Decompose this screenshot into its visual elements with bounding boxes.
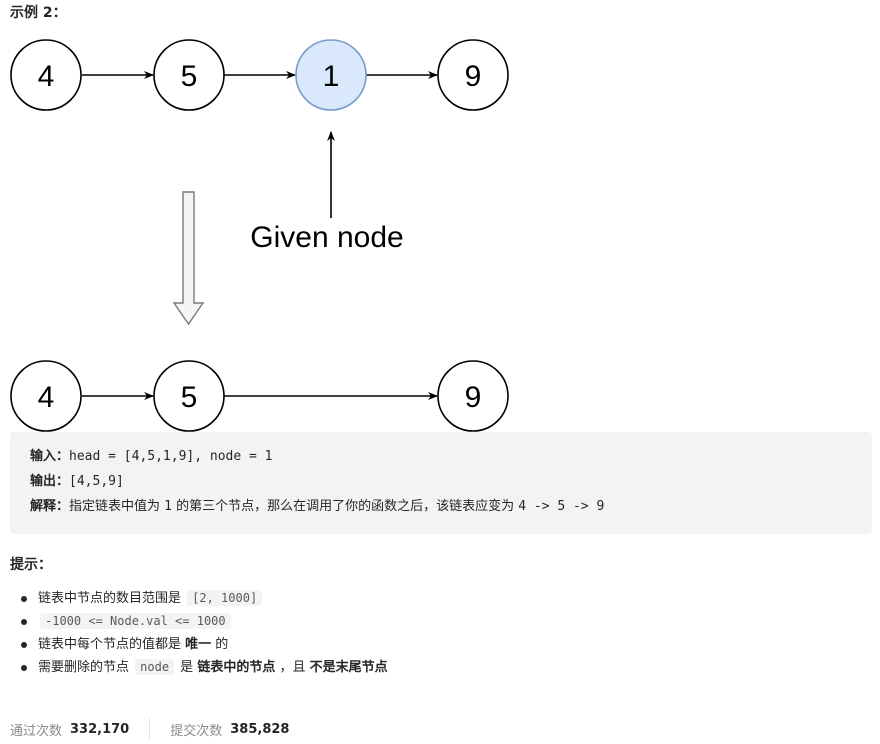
example-title: 示例 2： [10, 5, 67, 21]
hint-text: 的 [211, 637, 229, 652]
list-item: -1000 <= Node.val <= 1000 [21, 610, 388, 633]
submit-count-value: 385,828 [230, 721, 290, 737]
list-node-highlighted: 1 [295, 39, 367, 111]
list-item: 链表中节点的数目范围是 [2, 1000] [21, 587, 388, 610]
explain-line: 解释：指定链表中值为 1 的第三个节点，那么在调用了你的函数之后，该链表应变为 … [30, 494, 852, 519]
list-node: 9 [437, 39, 509, 111]
input-value: head = [4,5,1,9], node = 1 [69, 449, 273, 464]
pass-count-value: 332,170 [70, 721, 130, 737]
list-node: 4 [10, 39, 82, 111]
output-label: 输出： [30, 474, 70, 489]
node-value: 9 [465, 381, 482, 414]
hints-title: 提示： [10, 557, 52, 573]
hint-text: ，且 [275, 660, 310, 675]
node-value: 5 [181, 381, 198, 414]
hints-list: 链表中节点的数目范围是 [2, 1000] -1000 <= Node.val … [21, 587, 388, 679]
input-line: 输入：head = [4,5,1,9], node = 1 [30, 444, 852, 469]
list-node: 5 [153, 360, 225, 432]
submit-count-label: 提交次数 [170, 723, 223, 739]
inline-code: -1000 <= Node.val <= 1000 [40, 613, 231, 629]
explain-code: 4 -> 5 -> 9 [518, 499, 605, 514]
node-value: 4 [38, 381, 55, 414]
list-item: 需要删除的节点 node 是 链表中的节点 ，且 不是末尾节点 [21, 656, 388, 679]
hint-text: 是 [176, 660, 198, 675]
output-line: 输出：[4,5,9] [30, 469, 852, 494]
node-value: 1 [323, 60, 340, 93]
output-value: [4,5,9] [69, 474, 124, 489]
list-node: 5 [153, 39, 225, 111]
linked-list-diagram: 4 5 1 9 Given node 4 5 9 [10, 39, 509, 432]
list-item: 链表中每个节点的值都是 唯一 的 [21, 633, 388, 656]
down-arrow-icon [172, 191, 205, 326]
explain-label: 解释： [30, 499, 70, 514]
hint-bold: 链表中的节点 [197, 660, 276, 675]
hint-text: 需要删除的节点 [38, 660, 134, 675]
inline-code: node [135, 659, 175, 675]
list-node: 9 [437, 360, 509, 432]
example-code-block: 输入：head = [4,5,1,9], node = 1 输出：[4,5,9]… [10, 432, 872, 534]
node-value: 4 [38, 60, 55, 93]
hint-text: 链表中节点的数目范围是 [38, 591, 186, 606]
submission-stats: 通过次数 332,170 提交次数 385,828 [10, 718, 289, 740]
hint-bold: 唯一 [185, 637, 212, 652]
node-value: 9 [465, 60, 482, 93]
explain-code: 1 [164, 499, 172, 514]
node-value: 5 [181, 60, 198, 93]
inline-code: [2, 1000] [187, 590, 263, 606]
list-node: 4 [10, 360, 82, 432]
stats-divider [149, 718, 151, 740]
explain-text: 指定链表中值为 [69, 499, 165, 514]
hint-text: 链表中每个节点的值都是 [38, 637, 186, 652]
hint-bold: 不是末尾节点 [309, 660, 388, 675]
explain-text: 的第三个节点，那么在调用了你的函数之后，该链表应变为 [171, 499, 519, 514]
given-node-label: Given node [250, 221, 403, 254]
pass-count-label: 通过次数 [10, 723, 63, 739]
input-label: 输入： [30, 449, 70, 464]
